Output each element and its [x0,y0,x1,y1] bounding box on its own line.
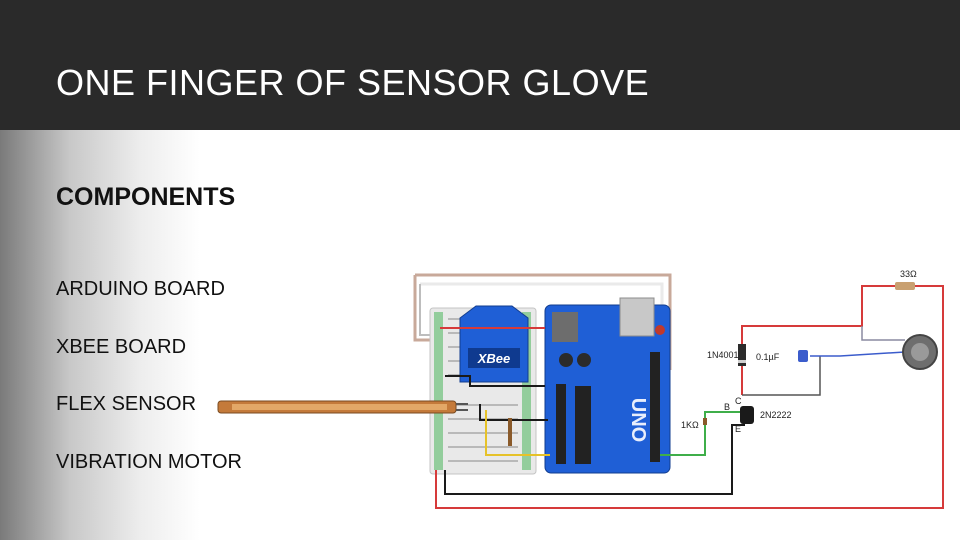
wire-red-supply [435,285,944,509]
components-heading: COMPONENTS [56,183,236,211]
breadboard-rail-right [522,312,531,470]
arduino-power-jack [552,312,578,342]
transistor-2n2222 [740,406,754,424]
arduino-header-left [556,384,566,464]
xbee-logo: XBee [477,351,511,366]
arduino-usb-port [619,297,655,337]
wire-green-signal [660,425,706,456]
resistor-base-label: 1KΩ [681,420,699,430]
arduino-header-right [650,352,660,462]
slide-title: ONE FINGER OF SENSOR GLOVE [56,62,650,103]
wire-black-ground [445,375,545,387]
side-gradient [0,130,200,540]
transistor-pin-e: E [735,424,741,434]
arduino-logo: UNO [627,398,649,442]
wire-motor-lead-2 [810,351,906,357]
wire-motor-lead [861,326,905,341]
capacitor-label: 0.1µF [756,352,780,362]
capacitor [798,350,808,362]
transistor-pin-b: B [724,402,730,412]
wire-green-base [704,411,740,418]
flex-sensor-strip [232,404,447,410]
component-item-vibration-motor: VIBRATION MOTOR [56,451,242,473]
breadboard-rail-left [434,312,443,470]
wire-black-sensor [479,404,548,421]
wire-cap-collector [742,356,821,396]
title-bar [0,0,960,130]
arduino-chip [575,386,591,464]
xbee-label-plate [468,348,520,368]
resistor-33-ohm [895,282,915,290]
component-item-arduino: ARDUINO BOARD [56,278,225,300]
wire-yellow-analog [485,410,550,456]
diode-1n4001 [738,344,746,366]
vibration-motor-center [911,343,929,361]
transistor-pin-c: C [735,396,742,406]
xbee-module [459,305,529,383]
component-item-xbee: XBEE BOARD [56,336,187,358]
arduino-capacitor-2 [577,353,591,367]
wire-black-return [444,424,745,495]
diode-label: 1N4001 [707,350,739,360]
arduino-capacitor-1 [559,353,573,367]
diode-band [738,360,746,363]
resistor-33-ohm-label: 33Ω [900,269,917,279]
component-item-flex-sensor: FLEX SENSOR [56,393,197,415]
transistor-label: 2N2222 [760,410,792,420]
arduino-reset-button [655,325,665,335]
